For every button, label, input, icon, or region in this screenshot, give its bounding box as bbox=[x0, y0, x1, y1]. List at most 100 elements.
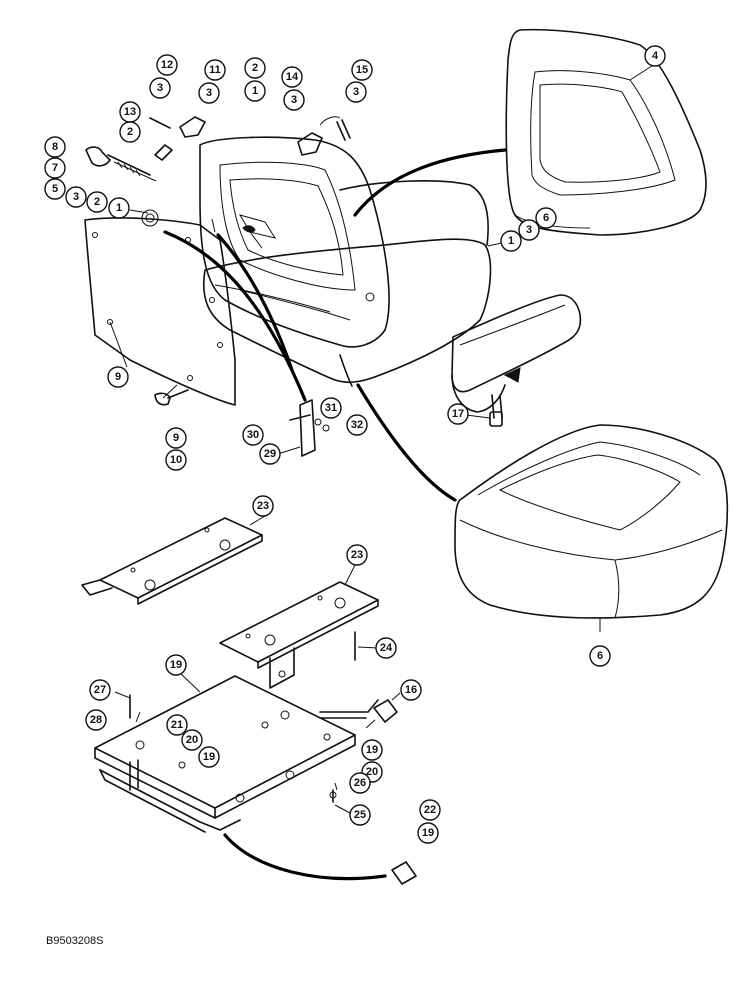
svg-text:20: 20 bbox=[186, 734, 198, 746]
callout-3: 3 bbox=[518, 219, 540, 241]
callout-1: 1 bbox=[244, 80, 266, 102]
callouts: 12 3 11 3 2 1 14 3 15 3 4 13 2 8 7 5 3 2… bbox=[44, 45, 666, 844]
seat-cushion-part-6 bbox=[454, 424, 729, 632]
svg-text:10: 10 bbox=[170, 454, 182, 466]
svg-text:9: 9 bbox=[173, 432, 179, 444]
callout-9: 9 bbox=[107, 366, 129, 388]
callout-9: 9 bbox=[165, 427, 187, 449]
svg-text:5: 5 bbox=[52, 183, 58, 195]
svg-text:19: 19 bbox=[170, 659, 182, 671]
side-panel-part-9 bbox=[84, 217, 236, 406]
callout-2: 2 bbox=[86, 191, 108, 213]
mounting-plate-part-23-b bbox=[219, 581, 379, 689]
callout-30: 30 bbox=[242, 424, 264, 446]
callout-26: 26 bbox=[349, 772, 371, 794]
svg-text:14: 14 bbox=[286, 71, 299, 83]
svg-text:17: 17 bbox=[452, 408, 464, 420]
seat-assembly-part-1 bbox=[199, 136, 492, 387]
callout-8: 8 bbox=[44, 136, 66, 158]
svg-text:1: 1 bbox=[252, 85, 258, 97]
callout-25: 25 bbox=[349, 804, 371, 826]
leader-seat-to-cushion bbox=[356, 383, 457, 502]
callout-2: 2 bbox=[244, 57, 266, 79]
svg-text:23: 23 bbox=[257, 500, 269, 512]
callout-3: 3 bbox=[345, 81, 367, 103]
callout-20: 20 bbox=[181, 729, 203, 751]
callout-15: 15 bbox=[351, 59, 373, 81]
svg-text:19: 19 bbox=[203, 751, 215, 763]
callout-14: 14 bbox=[281, 66, 303, 88]
svg-text:3: 3 bbox=[206, 87, 212, 99]
callout-1: 1 bbox=[500, 230, 522, 252]
callout-16: 16 bbox=[400, 679, 422, 701]
callout-1: 1 bbox=[108, 197, 130, 219]
callout-leaders bbox=[109, 63, 656, 814]
svg-text:1: 1 bbox=[116, 202, 122, 214]
callout-3: 3 bbox=[198, 82, 220, 104]
svg-text:3: 3 bbox=[526, 224, 532, 236]
svg-text:19: 19 bbox=[366, 744, 378, 756]
svg-text:4: 4 bbox=[652, 50, 659, 62]
svg-text:1: 1 bbox=[508, 235, 514, 247]
svg-text:3: 3 bbox=[73, 191, 79, 203]
svg-text:27: 27 bbox=[94, 684, 106, 696]
callout-19: 19 bbox=[165, 654, 187, 676]
callout-17: 17 bbox=[447, 403, 469, 425]
callout-28: 28 bbox=[85, 709, 107, 731]
svg-text:13: 13 bbox=[124, 106, 136, 118]
callout-13: 13 bbox=[119, 101, 141, 123]
svg-text:11: 11 bbox=[209, 64, 221, 76]
svg-text:9: 9 bbox=[115, 371, 121, 383]
callout-3: 3 bbox=[149, 77, 171, 99]
bolts-part-24-26 bbox=[329, 789, 337, 803]
svg-text:21: 21 bbox=[171, 719, 183, 731]
svg-text:23: 23 bbox=[351, 549, 363, 561]
slide-base-part-19 bbox=[94, 675, 379, 833]
svg-text:20: 20 bbox=[366, 766, 378, 778]
svg-text:25: 25 bbox=[354, 809, 366, 821]
figure-code: B9503208S bbox=[46, 935, 104, 947]
svg-text:3: 3 bbox=[291, 94, 297, 106]
callout-10: 10 bbox=[165, 449, 187, 471]
callout-23: 23 bbox=[346, 544, 368, 566]
spacer-part-22 bbox=[391, 861, 417, 885]
svg-text:32: 32 bbox=[351, 419, 363, 431]
handle-knob-part-16 bbox=[373, 699, 398, 723]
mounting-plate-part-23-a bbox=[81, 517, 263, 605]
callout-3: 3 bbox=[283, 89, 305, 111]
callout-24: 24 bbox=[375, 637, 397, 659]
callout-31: 31 bbox=[320, 397, 342, 419]
svg-text:7: 7 bbox=[52, 162, 58, 174]
svg-text:6: 6 bbox=[543, 212, 549, 224]
callout-5: 5 bbox=[44, 178, 66, 200]
svg-text:12: 12 bbox=[161, 59, 173, 71]
knob-part-8 bbox=[85, 146, 159, 227]
callout-19: 19 bbox=[198, 746, 220, 768]
leader-base-to-spacer bbox=[223, 833, 387, 881]
callout-3: 3 bbox=[65, 186, 87, 208]
svg-text:15: 15 bbox=[356, 64, 368, 76]
callout-4: 4 bbox=[644, 45, 666, 67]
callout-21: 21 bbox=[166, 714, 188, 736]
callout-6: 6 bbox=[589, 645, 611, 667]
svg-text:2: 2 bbox=[252, 62, 258, 74]
bolt-part-10 bbox=[154, 389, 189, 406]
callout-23: 23 bbox=[252, 495, 274, 517]
callout-2: 2 bbox=[119, 121, 141, 143]
svg-text:24: 24 bbox=[380, 642, 393, 654]
callout-22: 22 bbox=[419, 799, 441, 821]
svg-text:8: 8 bbox=[52, 141, 58, 153]
callout-19: 19 bbox=[417, 822, 439, 844]
svg-text:22: 22 bbox=[424, 804, 436, 816]
backrest-cushion-part-4 bbox=[505, 28, 707, 236]
svg-text:3: 3 bbox=[353, 86, 359, 98]
svg-text:29: 29 bbox=[264, 448, 276, 460]
svg-text:2: 2 bbox=[94, 196, 100, 208]
svg-text:26: 26 bbox=[354, 777, 366, 789]
callout-19: 19 bbox=[361, 739, 383, 761]
svg-text:6: 6 bbox=[597, 650, 603, 662]
callout-29: 29 bbox=[259, 443, 281, 465]
small-hardware bbox=[149, 116, 351, 161]
svg-text:3: 3 bbox=[157, 82, 163, 94]
